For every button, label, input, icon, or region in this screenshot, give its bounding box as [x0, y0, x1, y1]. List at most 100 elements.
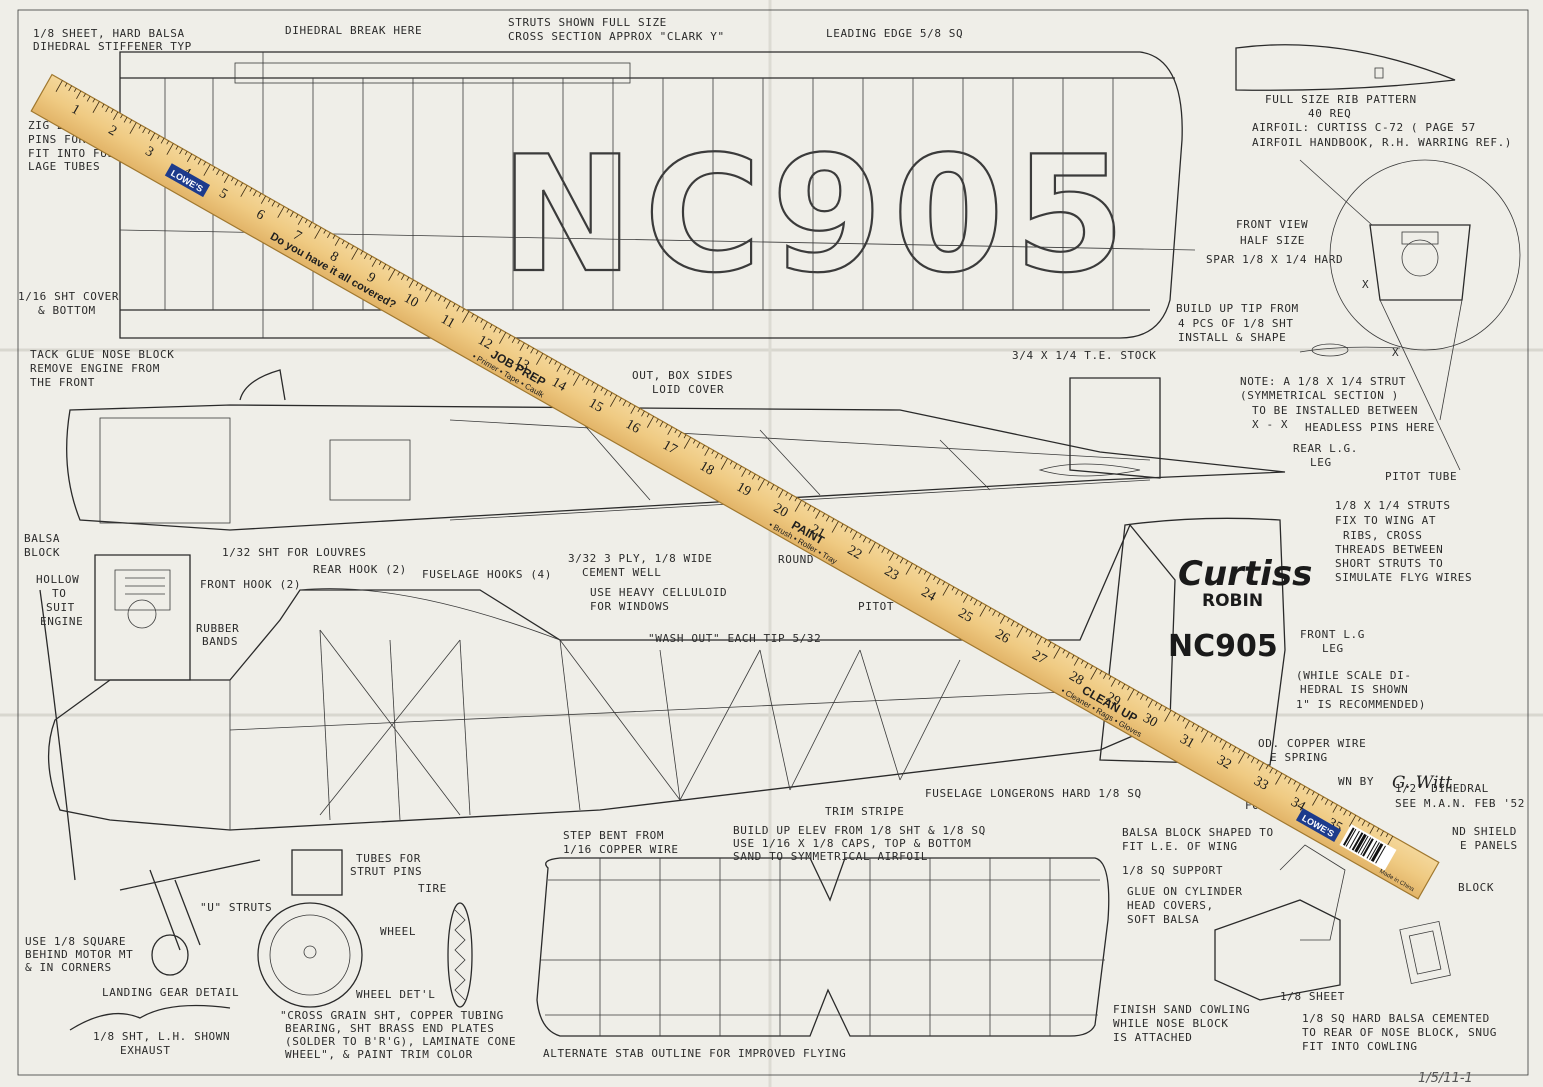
ruler-tick	[979, 602, 982, 607]
ruler-tick	[751, 473, 756, 480]
wheel-det-title: WHEEL DET'L	[356, 988, 435, 1001]
ruler-tick	[120, 114, 123, 119]
ruler-tick	[1258, 762, 1264, 771]
ruler-tick	[1312, 793, 1320, 806]
ruler-tick	[604, 389, 608, 396]
ruler-tick	[831, 518, 835, 523]
ruler-tick	[150, 132, 156, 141]
ruler-tick	[1158, 704, 1163, 711]
ruler-tick	[748, 471, 752, 476]
ruler-tick	[905, 563, 913, 575]
ruler-number: 25	[956, 606, 976, 626]
ruler-tick	[704, 447, 710, 456]
ruler-tick	[1295, 783, 1301, 792]
front-lg-2: LEG	[1322, 642, 1344, 655]
dihedral2-note-1: 1/2" DIHEDRAL	[1395, 782, 1489, 795]
ruler-tick	[1127, 686, 1130, 691]
plan-border	[17, 9, 1529, 1076]
round-note: ROUND	[778, 553, 814, 566]
ruler-tick	[896, 555, 899, 560]
ruler-tick	[665, 424, 668, 428]
ruler-tick	[1173, 712, 1176, 717]
ruler-tick	[493, 326, 497, 333]
ruler-tick	[369, 256, 373, 260]
ruler-tick	[234, 179, 239, 186]
ruler-tick	[659, 421, 664, 427]
ruler-number: 30	[1140, 711, 1160, 731]
ruler-tick	[655, 418, 659, 423]
rib-note-1: FULL SIZE RIB PATTERN	[1265, 93, 1417, 106]
shield-note-1: ND SHIELD	[1452, 825, 1517, 838]
ruler-tick	[1274, 770, 1278, 775]
ruler-tick	[692, 439, 696, 444]
ruler-tick	[1385, 833, 1389, 838]
wire-note-1: OD. COPPER WIRE	[1258, 737, 1366, 750]
ruler-tick	[674, 429, 678, 434]
ruler-tick	[1221, 741, 1227, 750]
ruler-tick	[973, 599, 978, 606]
ruler-tick	[548, 358, 553, 365]
cowling-detail	[1214, 844, 1451, 1001]
ruler-tick	[480, 319, 484, 323]
elev-note-3: SAND TO SYMMETRICAL AIRFOIL	[733, 850, 928, 863]
ruler-tick	[554, 361, 558, 365]
ruler-tick	[936, 578, 941, 585]
ruler-tick	[609, 392, 613, 397]
ruler-tick	[1090, 668, 1098, 680]
ruler-tick	[1117, 681, 1121, 686]
ruler-tick	[1210, 733, 1213, 738]
ruler-tick	[351, 248, 359, 260]
ruler-tick	[803, 502, 807, 507]
tip-note-1: BUILD UP TIP FROM	[1176, 302, 1299, 315]
ruler-tick	[1256, 759, 1260, 764]
ruler-tick	[600, 387, 604, 392]
finish-note-1: FINISH SAND COWLING	[1113, 1003, 1250, 1016]
ruler-tick	[886, 549, 890, 554]
ruler-tick	[1139, 694, 1144, 700]
ruler-tick	[271, 200, 276, 207]
ruler-tick	[1182, 717, 1186, 722]
ruler-tick	[1090, 665, 1093, 670]
struts-note-6: SIMULATE FLYG WIRES	[1335, 571, 1472, 584]
barcode-bar	[1370, 843, 1384, 863]
ruler-tick	[415, 282, 419, 287]
ruler-tick	[68, 85, 72, 92]
ruler-number: 23	[882, 564, 902, 584]
ruler-number: 16	[623, 417, 643, 437]
ruler-tick	[443, 298, 447, 302]
ruler-number: 15	[586, 396, 606, 416]
yardstick-ruler[interactable]: 1234567891011121314151617181920212223242…	[30, 73, 1440, 900]
ruler-tick	[951, 586, 955, 591]
ruler-tick	[859, 534, 862, 539]
nose-note-2: REMOVE ENGINE FROM	[30, 362, 160, 375]
ruler-tick	[1232, 746, 1237, 753]
ruler-tick	[1250, 757, 1255, 763]
ruler-tick	[1343, 809, 1347, 816]
ruler-tick	[1164, 707, 1167, 712]
date-annotation: 1/5/11-1	[1418, 1071, 1473, 1086]
tail-model: ROBIN	[1202, 591, 1263, 611]
ruler-tick	[1213, 736, 1218, 742]
hollow-4: ENGINE	[40, 615, 83, 628]
wing-registration: NC905	[500, 121, 1135, 308]
ruler-tick	[499, 332, 507, 344]
ruler-numbers: 1234567891011121314151617181920212223242…	[69, 102, 1382, 857]
ruler-tick	[1330, 801, 1334, 806]
ruler-body	[30, 73, 1440, 900]
ruler-tick	[741, 468, 747, 477]
strut-note-4: X - X	[1252, 418, 1288, 431]
ruler-tick	[482, 321, 488, 330]
ruler-tick	[216, 169, 220, 176]
ruler-tick	[253, 190, 257, 197]
ruler-number: 32	[1214, 753, 1234, 773]
ruler-tick	[1047, 641, 1052, 648]
ruler-tick	[739, 465, 742, 470]
ruler-tick	[1191, 723, 1195, 728]
dihedral-note-3: 1" IS RECOMMENDED)	[1296, 698, 1426, 711]
ruler-tick	[1103, 673, 1107, 679]
ruler-tick	[147, 130, 151, 134]
ruler-tick	[203, 164, 211, 176]
ruler-tick	[683, 437, 691, 449]
ruler-tick	[678, 431, 682, 438]
ruler-tick	[55, 80, 63, 92]
